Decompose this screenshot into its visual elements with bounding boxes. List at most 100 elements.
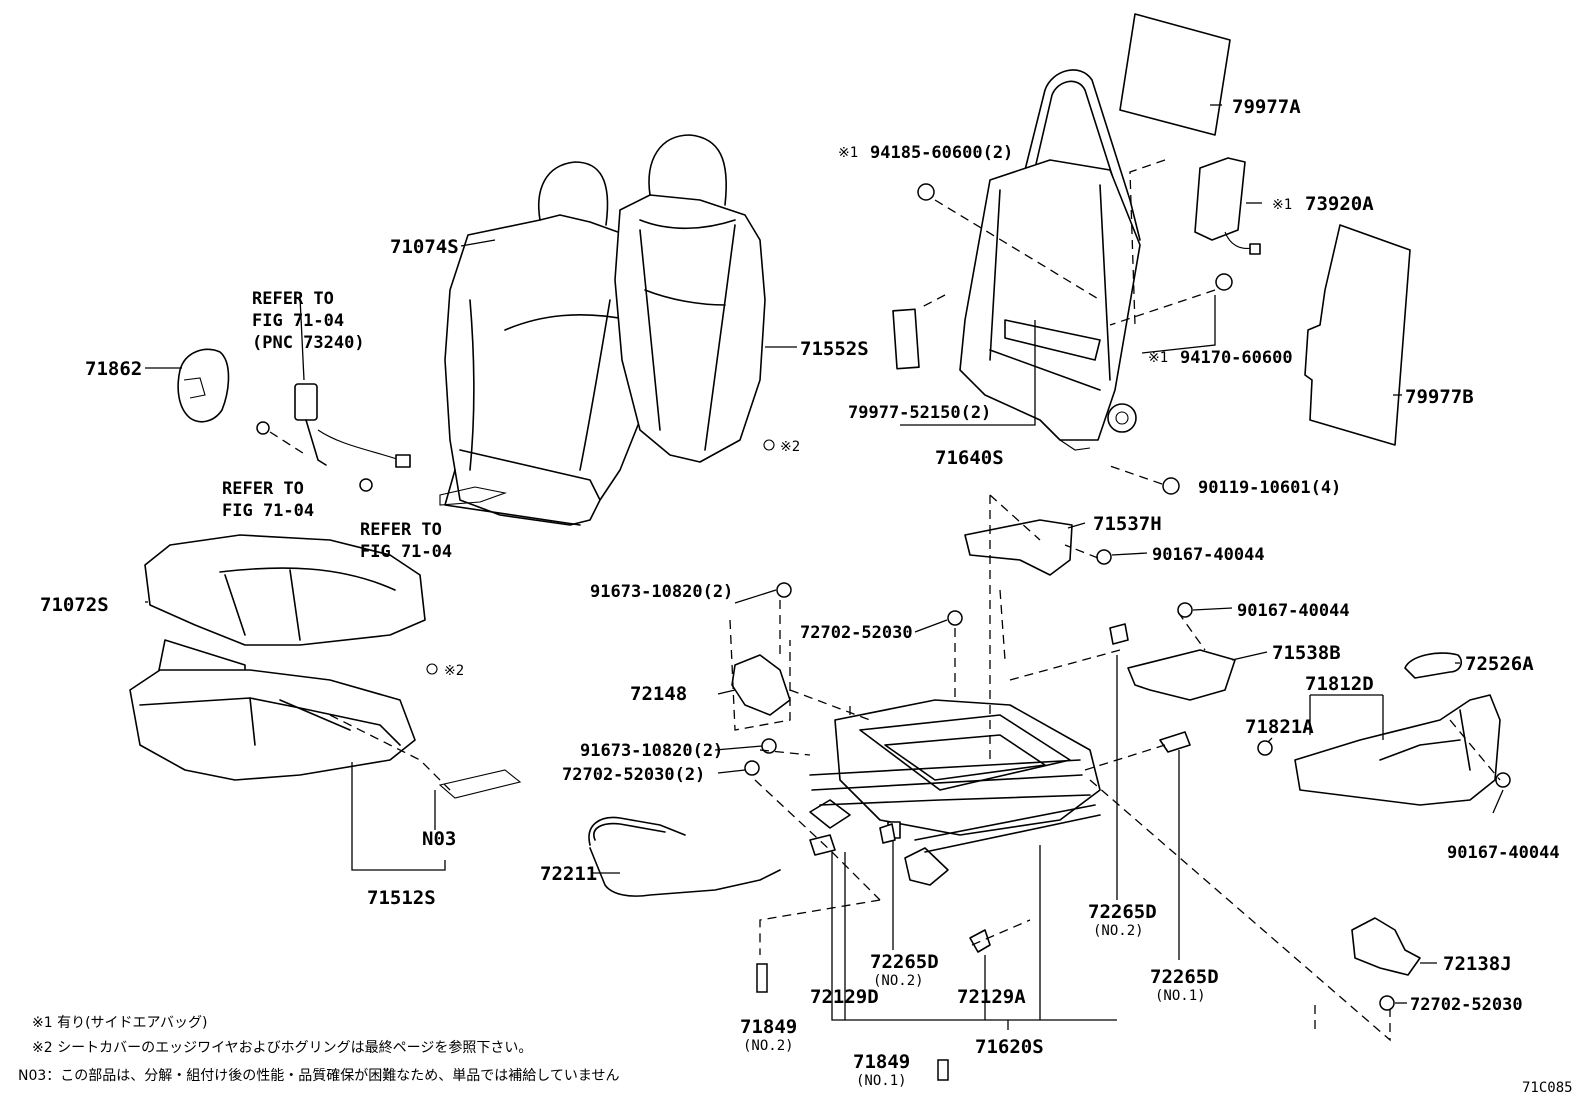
label-71538b: 71538B <box>1272 642 1341 664</box>
label-71072s: 71072S <box>40 594 109 616</box>
refer-1-line-2: FIG 71-04 <box>252 311 344 331</box>
label-72265d-a-no: (NO.2) <box>873 973 924 989</box>
note-mark-2-a: ※2 <box>780 439 800 455</box>
footnote-1: ※1 有り(サイドエアバッグ) <box>32 1015 207 1031</box>
mark-1-b: ※1 <box>1272 197 1292 213</box>
label-72129a: 72129A <box>957 986 1026 1008</box>
clip-72265d-no2-b <box>879 823 896 844</box>
assembly-lines <box>329 159 1501 1042</box>
bolt-72702-b-icon <box>744 760 760 776</box>
label-72702-52030-c: 72702-52030 <box>1410 995 1523 1015</box>
label-71812d: 71812D <box>1305 673 1374 695</box>
bolt-91673-a-icon <box>776 582 792 598</box>
clip-72265d-no1 <box>1159 731 1191 753</box>
seat-track-71620s <box>809 699 1101 886</box>
part-labels: 79977A ※1 94185-60600(2) ※1 73920A ※1 94… <box>40 96 1573 1096</box>
seatback-pad-71552s <box>614 134 766 463</box>
leader-lines <box>145 104 1504 1030</box>
cover-72138j <box>1351 917 1421 976</box>
bolts <box>744 183 1511 1081</box>
mark-1-c: ※1 <box>1148 350 1168 366</box>
seat-cushion-pad-71512s <box>129 669 522 799</box>
nut-94170-icon <box>1215 273 1233 291</box>
label-94185-60600: 94185-60600(2) <box>870 143 1013 163</box>
bolt-90119-icon <box>1162 477 1180 495</box>
label-72265d-b-no: (NO.2) <box>1093 923 1144 939</box>
label-71849-no2: 71849 <box>740 1016 797 1038</box>
bolt-90167-b-icon <box>1177 602 1193 618</box>
bolt-71849-no1-icon <box>937 1059 949 1081</box>
label-71512s: 71512S <box>367 887 436 909</box>
hog-ring-icon <box>763 439 775 451</box>
label-90167-40044-a: 90167-40044 <box>1152 545 1265 565</box>
label-90167-40044-c: 90167-40044 <box>1447 843 1560 863</box>
label-72265d-b: 72265D <box>1088 901 1157 923</box>
side-airbag-73920a <box>1194 157 1261 255</box>
nut-94185-icon <box>917 183 935 201</box>
clip-72265d-no2 <box>1109 623 1129 645</box>
bolt-90167-a-icon <box>1096 549 1112 565</box>
figure-code: 71C085 <box>1522 1080 1573 1096</box>
seat-belt-buckle <box>256 383 411 492</box>
label-71821a: 71821A <box>1245 716 1314 738</box>
note-mark-2-b: ※2 <box>444 663 464 679</box>
label-94170-60600: 94170-60600 <box>1180 348 1293 368</box>
label-79977a: 79977A <box>1232 96 1301 118</box>
label-71849-no1: 71849 <box>853 1051 910 1073</box>
refer-3-line-2: FIG 71-04 <box>360 542 452 562</box>
label-71849-no2-sub: (NO.2) <box>743 1038 794 1054</box>
seatback-cover-71074s <box>439 161 661 526</box>
bolt-71849-no2-icon <box>756 963 768 993</box>
footnote-n03: N03：この部品は、分解・組付け後の性能・品質確保が困難なため、単品では補給して… <box>18 1068 619 1084</box>
label-73920a: 73920A <box>1305 193 1374 215</box>
bolt-72702-a-icon <box>947 610 963 626</box>
bolt-72702-c-icon <box>1379 995 1395 1011</box>
label-72265d-c: 72265D <box>1150 966 1219 988</box>
label-72138j: 72138J <box>1443 953 1512 975</box>
refer-2-line-2: FIG 71-04 <box>222 501 314 521</box>
clip-72129d <box>809 834 836 856</box>
label-90167-40044-b: 90167-40044 <box>1237 601 1350 621</box>
label-71640s: 71640S <box>935 447 1004 469</box>
label-n03: N03 <box>422 828 456 850</box>
label-72702-52030-b: 72702-52030(2) <box>562 765 705 785</box>
bolt-90167-c-icon <box>1495 772 1511 788</box>
label-71537h: 71537H <box>1093 513 1162 535</box>
bracket-71537h <box>964 519 1073 576</box>
hog-ring-icon <box>426 663 438 675</box>
refer-1-line-3: (PNC 73240) <box>252 333 365 353</box>
label-72211: 72211 <box>540 863 597 885</box>
seat-cushion-cover-71072s <box>144 534 426 706</box>
label-79977-52150: 79977-52150(2) <box>848 403 991 423</box>
refer-1-line-1: REFER TO <box>252 289 334 309</box>
label-91673-10820-b: 91673-10820(2) <box>580 741 723 761</box>
back-pad-79977b <box>1304 224 1411 446</box>
bracket-71538b <box>1127 649 1236 701</box>
label-71074s: 71074S <box>390 236 459 258</box>
bracket-72148 <box>731 654 791 716</box>
lever-72526a <box>1404 652 1462 679</box>
refer-3-line-1: REFER TO <box>360 520 442 540</box>
label-72265d-c-no: (NO.1) <box>1155 988 1206 1004</box>
label-71620s: 71620S <box>975 1036 1044 1058</box>
label-91673-10820-a: 91673-10820(2) <box>590 582 733 602</box>
label-72702-52030-a: 72702-52030 <box>800 623 913 643</box>
back-board-79977a <box>1119 13 1231 136</box>
headrest-cover-71862 <box>177 348 230 423</box>
label-90119-10601: 90119-10601(4) <box>1198 478 1341 498</box>
footnotes: ※1 有り(サイドエアバッグ) ※2 シートカバーのエッジワイヤおよびホグリング… <box>18 1015 619 1084</box>
refer-2-line-1: REFER TO <box>222 479 304 499</box>
clip-71821a-icon <box>1257 740 1273 756</box>
label-71862: 71862 <box>85 358 142 380</box>
label-71849-no1-sub: (NO.1) <box>856 1073 907 1089</box>
label-72526a: 72526A <box>1465 653 1534 675</box>
label-72129d: 72129D <box>810 986 879 1008</box>
side-cover-71812d <box>1294 694 1501 806</box>
footnote-2: ※2 シートカバーのエッジワイヤおよびホグリングは最終ページを参照下さい。 <box>32 1039 532 1056</box>
label-72148: 72148 <box>630 683 687 705</box>
label-71552s: 71552S <box>800 338 869 360</box>
seatback-frame-71640s <box>892 69 1141 451</box>
release-wire-72211 <box>588 816 781 897</box>
label-72265d-a: 72265D <box>870 951 939 973</box>
